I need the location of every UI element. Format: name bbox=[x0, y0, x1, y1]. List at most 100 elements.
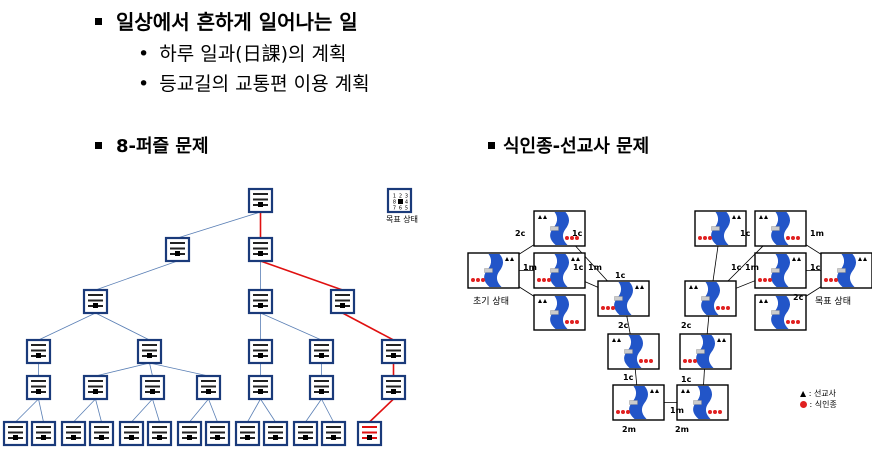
puzzle-row-glyphs bbox=[182, 431, 197, 434]
puzzle-edge bbox=[95, 362, 150, 377]
goal-tile: 1 bbox=[393, 194, 396, 200]
puzzle-state bbox=[30, 420, 57, 447]
puzzle-edge bbox=[305, 398, 322, 423]
blank-tile bbox=[36, 389, 41, 394]
puzzle-row-glyphs bbox=[386, 349, 401, 352]
edge-label: 1c bbox=[681, 375, 692, 384]
missionary-triangle bbox=[655, 389, 659, 393]
missionary-triangle bbox=[792, 257, 796, 261]
cannibal-dot bbox=[768, 278, 772, 282]
boat-icon bbox=[550, 310, 559, 315]
puzzle-edge bbox=[95, 260, 178, 291]
river-state bbox=[607, 333, 660, 370]
edge-label: 2c bbox=[515, 229, 526, 238]
edge-label: 1c bbox=[615, 271, 626, 280]
puzzle-row-glyphs bbox=[253, 299, 268, 302]
cannibal-dot bbox=[547, 278, 551, 282]
puzzle-state bbox=[329, 288, 356, 315]
legend-cannibal: : 식인종 bbox=[800, 399, 837, 410]
goal-tile: 8 bbox=[393, 200, 396, 206]
river-state bbox=[467, 252, 520, 289]
puzzle-solution-edge bbox=[260, 260, 343, 291]
puzzle-row-glyphs bbox=[201, 385, 216, 388]
cannibal-dot bbox=[834, 278, 838, 282]
puzzle-state bbox=[136, 338, 163, 365]
boat-icon bbox=[693, 400, 702, 405]
puzzle-row-glyphs bbox=[170, 247, 185, 250]
puzzle-row-glyphs bbox=[66, 431, 81, 434]
puzzle-row-glyphs bbox=[386, 344, 401, 346]
cannibal-dot bbox=[796, 320, 800, 324]
puzzle-row-glyphs bbox=[31, 349, 46, 352]
blank-tile bbox=[150, 389, 155, 394]
river-shape bbox=[711, 212, 730, 245]
river-state bbox=[754, 294, 807, 331]
puzzle-row-glyphs bbox=[210, 426, 225, 428]
cannibal-dot bbox=[688, 359, 692, 363]
puzzle-state bbox=[139, 374, 166, 401]
blank-tile bbox=[36, 353, 41, 358]
missionary-triangle bbox=[505, 257, 509, 261]
puzzle-row-glyphs bbox=[182, 426, 197, 428]
missionary-triangle bbox=[858, 257, 862, 261]
goal-tile: 7 bbox=[393, 206, 396, 212]
puzzle-state bbox=[308, 374, 335, 401]
missionary-triangle bbox=[571, 257, 575, 261]
cannibal-dot bbox=[601, 306, 605, 310]
river-shape bbox=[550, 296, 569, 329]
missionary-triangle bbox=[732, 215, 736, 219]
blank-tile bbox=[273, 435, 278, 440]
puzzle-state bbox=[234, 420, 261, 447]
river-state bbox=[684, 280, 737, 317]
puzzle-row-glyphs bbox=[335, 294, 350, 296]
missionary-triangle bbox=[510, 257, 514, 261]
river-state bbox=[597, 280, 650, 317]
puzzle-state bbox=[176, 420, 203, 447]
missionary-triangle bbox=[759, 299, 763, 303]
missionary-triangle bbox=[681, 389, 685, 393]
blank-tile bbox=[258, 251, 263, 256]
puzzle-row-glyphs bbox=[253, 349, 268, 352]
river-state bbox=[754, 252, 807, 289]
river-goal-label: 목표 상태 bbox=[815, 297, 851, 307]
missionary-triangle bbox=[650, 389, 654, 393]
boat-icon bbox=[624, 349, 633, 354]
river-states bbox=[467, 210, 872, 421]
puzzle-row-glyphs bbox=[253, 198, 268, 201]
edge-label: 1m bbox=[588, 263, 602, 272]
puzzle-row-glyphs bbox=[88, 385, 103, 388]
puzzle-row-glyphs bbox=[94, 426, 109, 428]
puzzle-row-glyphs bbox=[253, 242, 268, 244]
boat-icon bbox=[629, 400, 638, 405]
cannibal-dot bbox=[626, 410, 630, 414]
puzzle-state bbox=[247, 236, 274, 263]
puzzle-edge bbox=[247, 398, 261, 423]
puzzle-state bbox=[262, 420, 289, 447]
blank-tile bbox=[129, 435, 134, 440]
blank-tile bbox=[258, 303, 263, 308]
puzzle-row-glyphs bbox=[240, 431, 255, 434]
legend-missionary: ▲ : 선교사 bbox=[800, 388, 836, 399]
edge-label: 1c bbox=[573, 263, 584, 272]
puzzle-edge bbox=[152, 398, 160, 423]
blank-tile bbox=[367, 435, 372, 440]
puzzle-row-glyphs bbox=[31, 380, 46, 382]
blank-tile bbox=[398, 199, 403, 204]
river-start-label: 초기 상태 bbox=[473, 297, 509, 307]
river-state bbox=[533, 252, 586, 289]
river-shape bbox=[550, 254, 569, 287]
puzzle-row-glyphs bbox=[326, 426, 341, 428]
puzzle-row-glyphs bbox=[253, 385, 268, 388]
puzzle-state bbox=[247, 338, 274, 365]
river-state bbox=[820, 252, 872, 289]
puzzle-edge bbox=[177, 211, 261, 239]
missionary-triangle bbox=[689, 285, 693, 289]
missionary-triangle bbox=[538, 299, 542, 303]
puzzle-row-glyphs bbox=[298, 431, 313, 434]
edge-label: 1m bbox=[810, 229, 824, 238]
edge-label: 1c bbox=[623, 373, 634, 382]
cannibal-dot bbox=[542, 278, 546, 282]
puzzle-row-glyphs bbox=[268, 431, 283, 434]
puzzle-edge bbox=[95, 398, 102, 423]
